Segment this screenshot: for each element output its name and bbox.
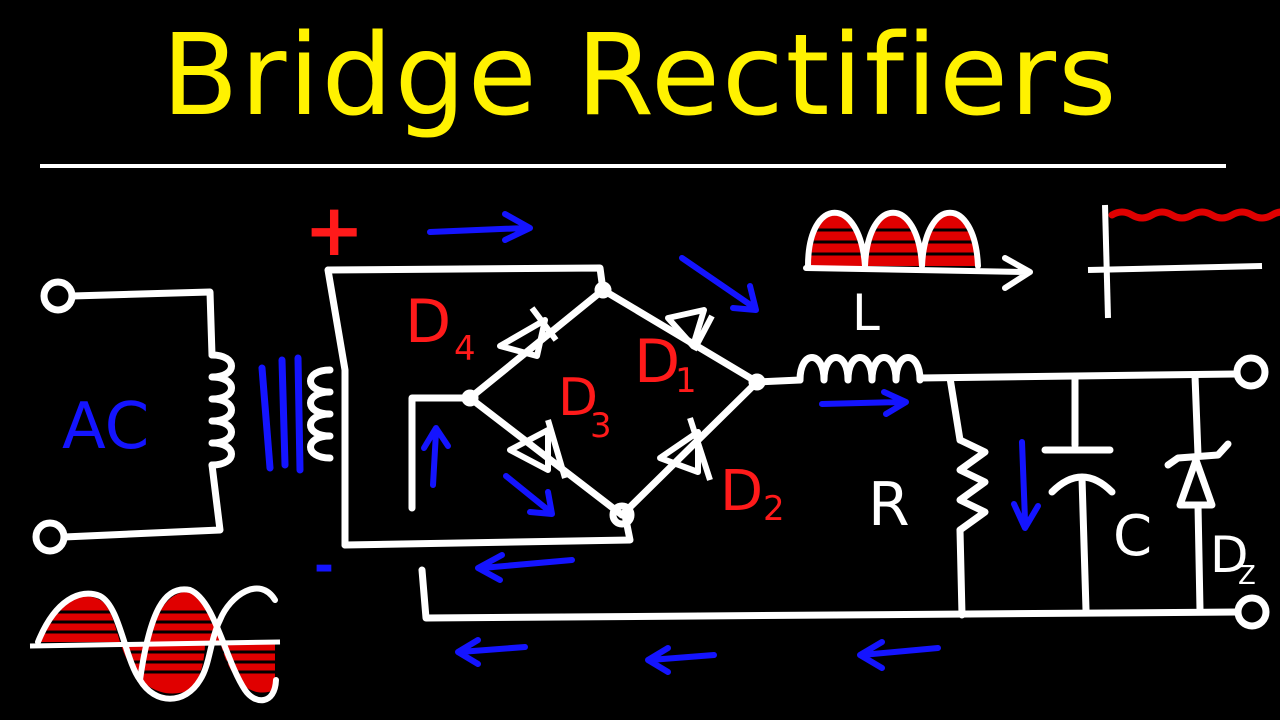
- current-arrows: [421, 211, 1041, 675]
- d3-subscript: 3: [590, 406, 612, 446]
- arrow-return-right: [857, 639, 941, 671]
- arrow-bottom-mid: [475, 552, 575, 583]
- bridge-wires: [408, 281, 766, 528]
- primary-wire: [68, 288, 216, 359]
- resistor-zigzag: [956, 436, 989, 534]
- diode-d1-symbol: [665, 307, 715, 352]
- diode-d2-symbol: [657, 417, 713, 481]
- arrow-d1: [679, 255, 759, 313]
- output-terminal-bottom: [1234, 594, 1270, 630]
- arrow-top: [427, 211, 533, 243]
- arrow-d3: [503, 473, 555, 517]
- ac-source: [32, 278, 235, 555]
- page-title: Bridge Rectifiers: [161, 11, 1119, 141]
- output-wires: [418, 354, 1270, 630]
- diode-d3-symbol: [507, 419, 568, 479]
- ac-label: AC: [62, 390, 149, 464]
- minus-label: -: [314, 538, 334, 594]
- arrow-return-mid: [645, 645, 717, 675]
- output-terminal-top: [1233, 354, 1269, 390]
- d1-subscript: 1: [675, 361, 697, 401]
- arrow-up-left: [421, 425, 451, 488]
- ac-terminal-bottom: [32, 519, 68, 555]
- filtered-dc-waveform: [1087, 204, 1280, 319]
- d2-subscript: 2: [763, 489, 785, 529]
- ac-waveform: [29, 585, 281, 704]
- diode-d4-symbol: [497, 306, 559, 359]
- d3-label: D: [558, 368, 598, 428]
- ac-terminal-top: [40, 278, 76, 314]
- transformer-core: [258, 354, 304, 474]
- inductor-coil: [796, 354, 924, 384]
- arrow-inductor: [819, 389, 909, 417]
- plus-label: +: [304, 188, 364, 272]
- zener-label: D: [1210, 526, 1249, 584]
- d1-label: D: [634, 327, 680, 397]
- inductor-label: L: [852, 284, 880, 342]
- d2-label: D: [720, 459, 763, 524]
- pulsating-dc-waveform: [803, 209, 1033, 291]
- zener-subscript: Z: [1238, 561, 1256, 591]
- arrow-resistor: [1011, 439, 1041, 531]
- d4-label: D: [405, 287, 451, 357]
- arrow-return-left: [455, 637, 528, 667]
- capacitor-label: C: [1113, 504, 1152, 569]
- d4-subscript: 4: [454, 329, 476, 369]
- resistor-label: R: [868, 470, 910, 540]
- primary-coil: [208, 351, 235, 469]
- zener-diode-symbol: [1176, 456, 1216, 509]
